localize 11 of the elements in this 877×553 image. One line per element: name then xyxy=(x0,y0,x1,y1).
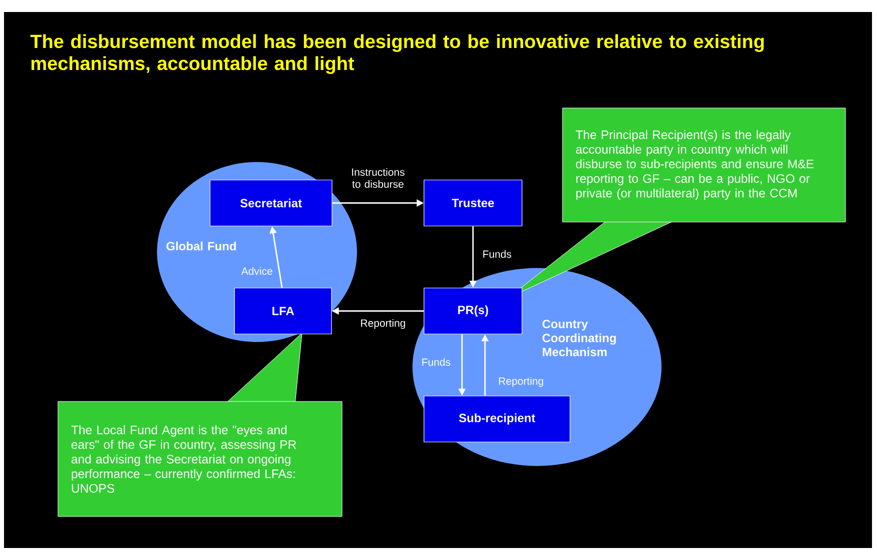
process-box: Secretariat xyxy=(210,180,332,226)
edge-label: Funds xyxy=(422,358,450,366)
edge-label: Reporting xyxy=(361,319,406,329)
process-box: LFA xyxy=(234,288,332,334)
edge-label: Advice xyxy=(241,267,272,275)
process-box: Sub-recipient xyxy=(424,396,570,442)
process-box: Trustee xyxy=(424,180,522,226)
slide-title: The disbursement model has been designed to be innovative relative to existing mechanisms, accountable and light xyxy=(30,34,764,74)
callout-box: The Local Fund Agent is the "eyes and ears" of the GF in country, assessing PR and advising the Secretariat on ongoing performance – currently confirmed LFAs: UNOPS xyxy=(58,332,342,517)
edge-label: Reporting xyxy=(499,377,544,387)
process-box: PR(s) xyxy=(424,288,522,334)
